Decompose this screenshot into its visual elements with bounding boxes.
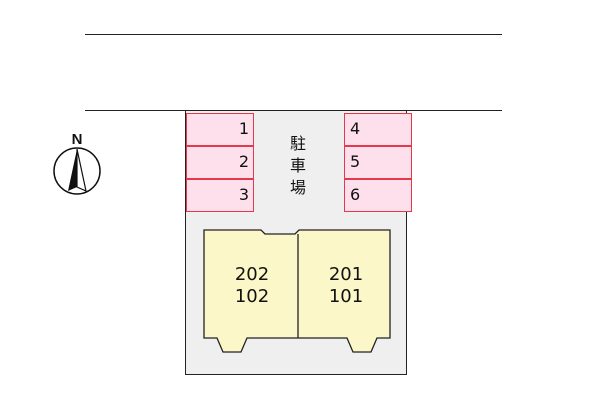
- compass-needle-light: [76, 148, 87, 193]
- unit-label-right: 201 101: [316, 264, 376, 308]
- unit-number: 101: [328, 286, 364, 307]
- stall-number: 1: [238, 119, 249, 138]
- parking-stall-3: 3: [186, 179, 254, 212]
- unit-number: 102: [234, 286, 270, 307]
- compass-label: N: [72, 131, 83, 148]
- compass-needle-dark: [68, 149, 77, 191]
- parking-stall-6: 6: [344, 179, 412, 212]
- stall-number: 3: [238, 185, 249, 204]
- parking-stall-5: 5: [344, 146, 412, 179]
- parking-stall-4: 4: [344, 113, 412, 146]
- apartment-building: [203, 229, 391, 353]
- parking-label-char: 車: [289, 156, 306, 175]
- parking-label-char: 場: [289, 178, 306, 197]
- parking-stall-1: 1: [186, 113, 254, 146]
- building-outline: [203, 229, 391, 353]
- unit-number: 202: [234, 264, 270, 285]
- unit-number: 201: [328, 264, 364, 285]
- parking-stall-2: 2: [186, 146, 254, 179]
- stall-number: 6: [350, 185, 361, 204]
- road-edge-top: [85, 34, 502, 35]
- stall-number: 5: [350, 152, 361, 171]
- parking-label: 駐 車 場: [278, 133, 318, 199]
- north-compass-icon: N: [53, 131, 101, 195]
- stall-number: 4: [350, 119, 361, 138]
- stall-number: 2: [238, 152, 249, 171]
- unit-label-left: 202 102: [222, 264, 282, 308]
- parking-label-char: 駐: [289, 134, 306, 153]
